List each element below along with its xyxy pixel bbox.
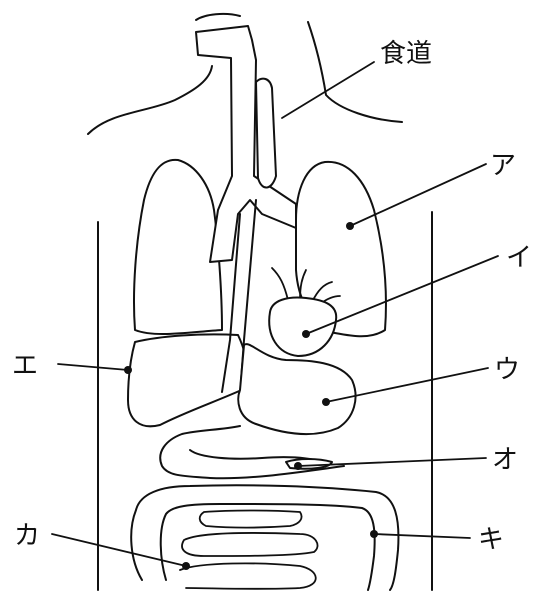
large-intestine-inner <box>161 504 375 590</box>
intestines <box>131 485 398 590</box>
large-intestine-outer <box>131 485 398 590</box>
label-u: ウ <box>494 355 520 385</box>
label-i: イ <box>506 243 532 273</box>
right-lung <box>134 160 222 334</box>
esophagus <box>256 79 276 188</box>
label-o: オ <box>492 445 518 475</box>
label-ka: カ <box>14 521 40 551</box>
label-ki: キ <box>478 525 504 555</box>
label-a: ア <box>490 151 516 181</box>
stomach <box>238 344 355 434</box>
label-e: エ <box>12 351 38 381</box>
label-esophagus: 食道 <box>380 39 432 69</box>
